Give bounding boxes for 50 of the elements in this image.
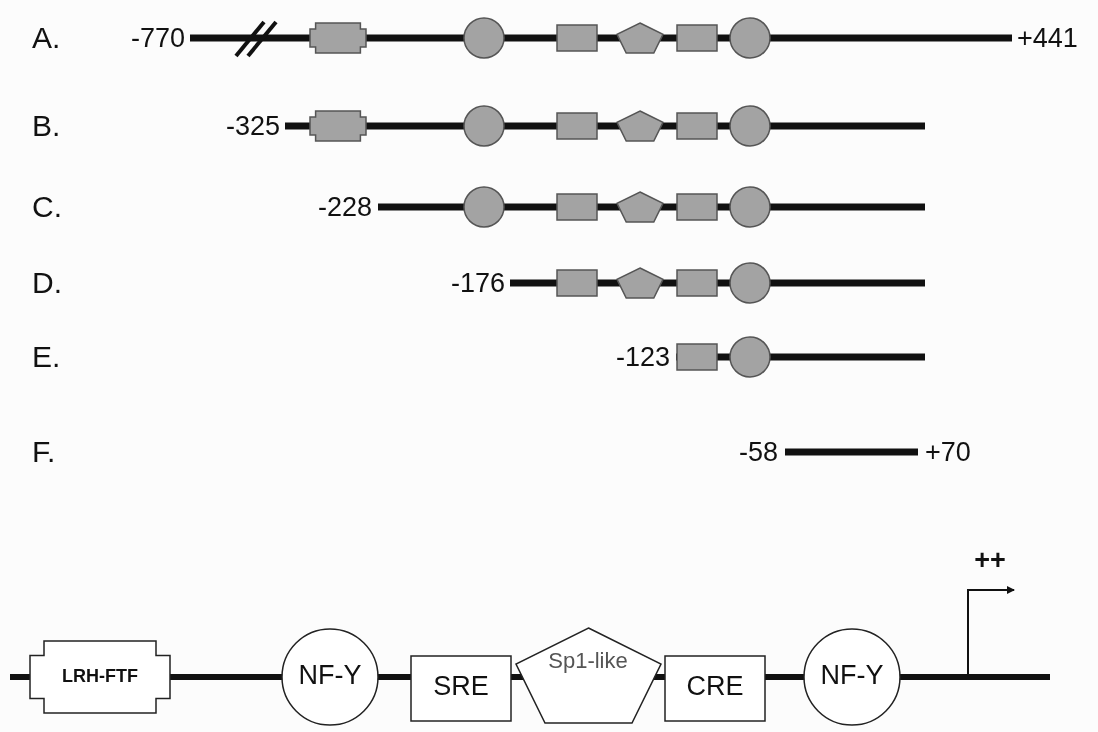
element-circle xyxy=(730,106,770,146)
element-circle xyxy=(730,18,770,58)
construct-letter: F. xyxy=(32,436,56,468)
position-number: -325 xyxy=(225,110,280,142)
binding-site-pentagon xyxy=(515,627,661,723)
element-pentagon xyxy=(617,268,663,298)
element-circle xyxy=(730,337,770,377)
site-label: SRE xyxy=(432,671,490,703)
position-number: -770 xyxy=(130,22,185,54)
site-label: Sp1-like xyxy=(547,648,629,675)
element-box xyxy=(557,270,597,296)
construct-letter: A. xyxy=(32,22,61,54)
element-circle xyxy=(730,263,770,303)
position-number: -58 xyxy=(738,436,778,468)
position-number: -228 xyxy=(317,191,372,223)
element-box xyxy=(677,270,717,296)
activity-mark: ++ xyxy=(973,544,1007,576)
site-label: NF-Y xyxy=(297,660,363,692)
position-number: -123 xyxy=(615,341,670,373)
site-label: LRH-FTF xyxy=(61,665,139,687)
element-box xyxy=(677,194,717,220)
element-box xyxy=(557,25,597,51)
construct-letter: B. xyxy=(32,110,61,142)
construct-letter: E. xyxy=(32,341,61,373)
element-circle xyxy=(464,18,504,58)
binding-site-box xyxy=(411,655,511,721)
binding-site-circle xyxy=(804,629,900,725)
construct-letter: C. xyxy=(32,191,62,223)
element-box xyxy=(310,23,366,53)
site-label: CRE xyxy=(685,671,745,703)
element-circle xyxy=(464,187,504,227)
element-box xyxy=(557,113,597,139)
element-pentagon xyxy=(617,111,663,141)
element-circle xyxy=(730,187,770,227)
site-label: NF-Y xyxy=(819,660,885,692)
binding-site-box xyxy=(30,641,170,713)
element-box xyxy=(310,111,366,141)
element-pentagon xyxy=(617,23,663,53)
construct-letter: D. xyxy=(32,267,62,299)
binding-site-box xyxy=(665,655,765,721)
element-box xyxy=(677,344,717,370)
element-box xyxy=(677,25,717,51)
element-pentagon xyxy=(617,192,663,222)
element-circle xyxy=(464,106,504,146)
position-number: -176 xyxy=(450,267,505,299)
position-number: +441 xyxy=(1017,22,1078,54)
element-box xyxy=(557,194,597,220)
binding-site-circle xyxy=(282,629,378,725)
element-box xyxy=(677,113,717,139)
position-number: +70 xyxy=(925,436,971,468)
